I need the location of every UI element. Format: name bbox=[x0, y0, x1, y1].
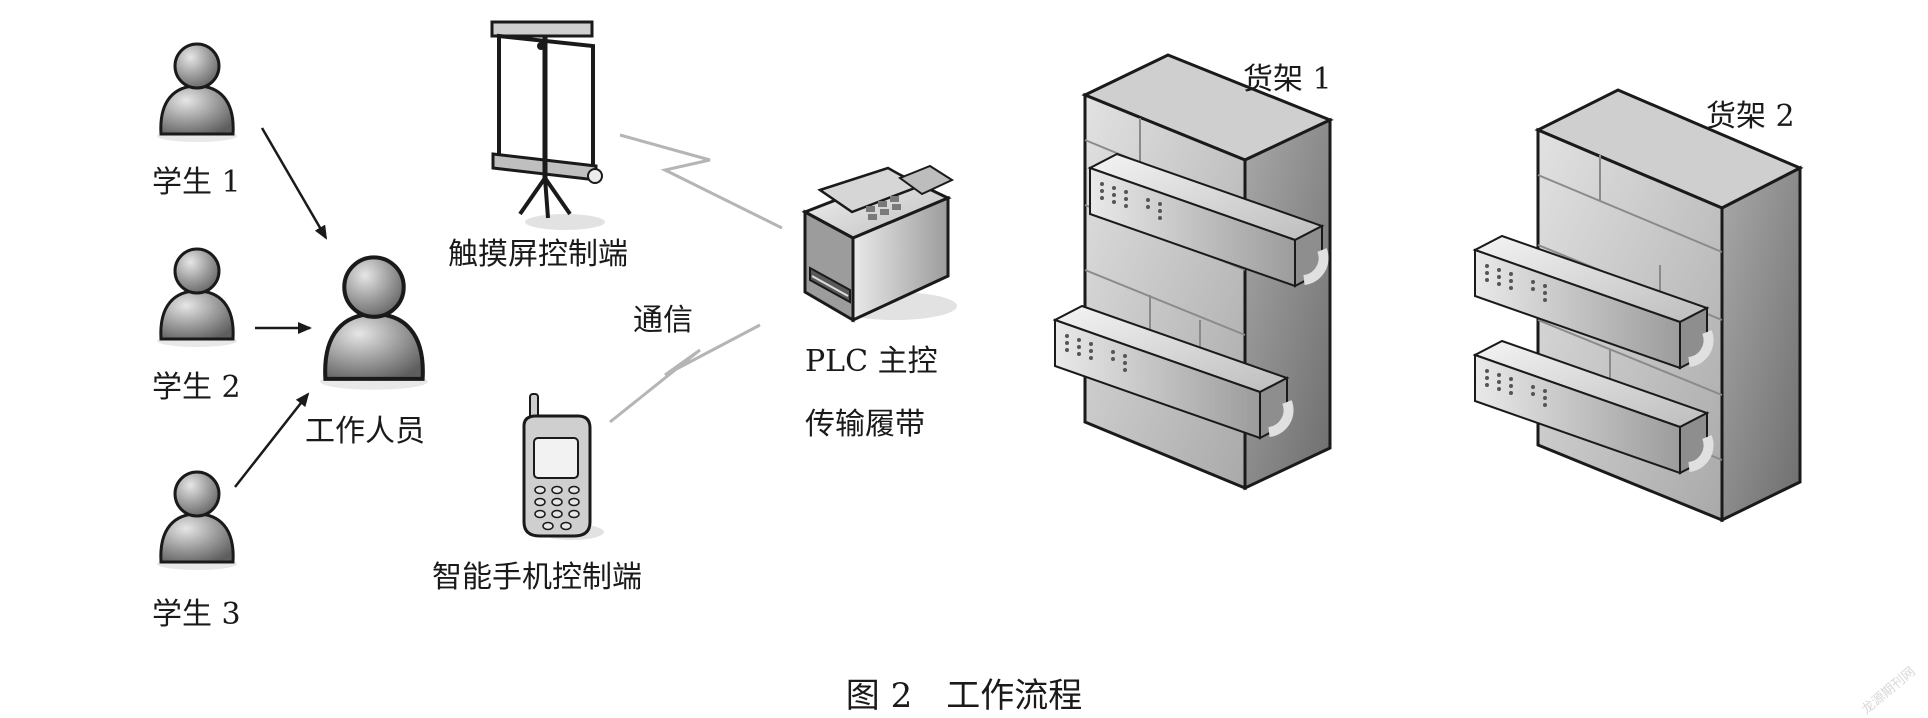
student-2-label: 学生 2 bbox=[152, 370, 241, 405]
shelf-1-label: 货架 1 bbox=[1243, 62, 1332, 97]
shelf-2-icon bbox=[1475, 88, 1804, 523]
plc-machine-icon bbox=[801, 164, 957, 323]
student-2-icon bbox=[155, 247, 239, 349]
student-1-icon bbox=[155, 42, 239, 144]
smartphone-label: 智能手机控制端 bbox=[432, 560, 642, 595]
arrow-student1-to-staff bbox=[260, 127, 328, 240]
arrow-student3-to-staff bbox=[234, 392, 310, 488]
staff-label: 工作人员 bbox=[305, 414, 425, 449]
conveyor-label: 传输履带 bbox=[805, 407, 925, 442]
plc-label: PLC 主控 bbox=[805, 344, 938, 379]
student-1-label: 学生 1 bbox=[152, 165, 241, 200]
signal-smartphone-plc bbox=[609, 323, 761, 424]
figure-caption: 图 2 工作流程 bbox=[845, 676, 1083, 716]
smartphone-icon bbox=[522, 393, 604, 540]
student-3-icon bbox=[155, 470, 239, 572]
touchscreen-icon bbox=[490, 20, 605, 230]
student-3-label: 学生 3 bbox=[152, 597, 241, 632]
shelf-1-icon bbox=[1055, 53, 1334, 491]
shelf-2-label: 货架 2 bbox=[1706, 99, 1795, 134]
touchscreen-label: 触摸屏控制端 bbox=[448, 237, 628, 272]
communication-label: 通信 bbox=[633, 303, 693, 338]
signal-touchscreen-plc bbox=[619, 133, 783, 230]
staff-icon bbox=[320, 257, 428, 389]
